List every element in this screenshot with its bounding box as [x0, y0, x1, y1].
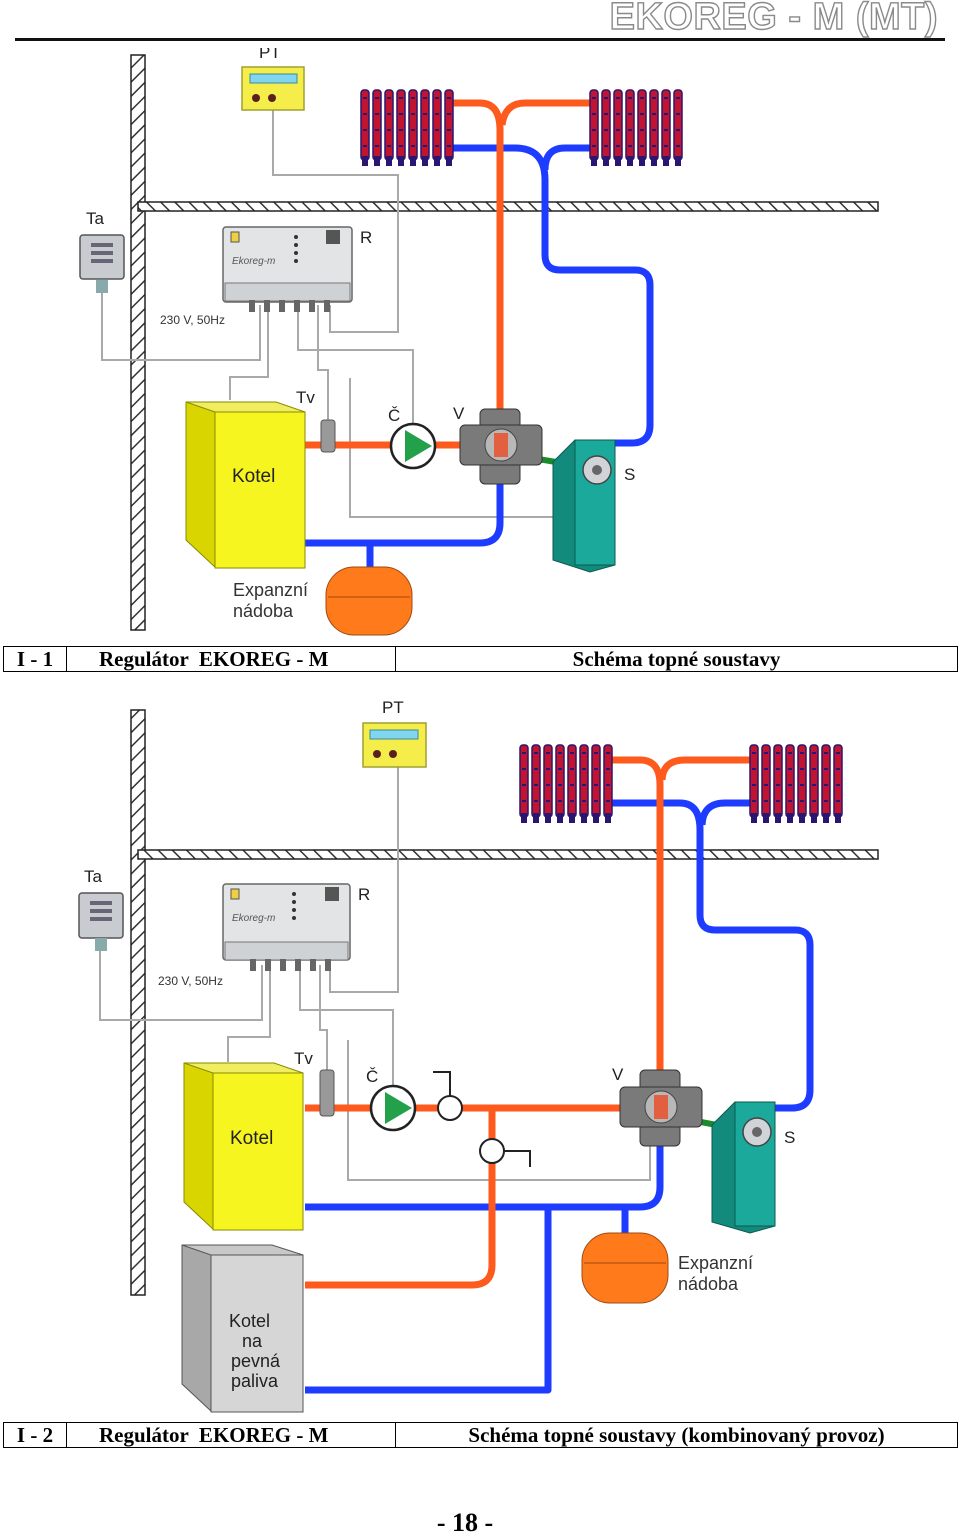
check-valve-2	[479, 1138, 531, 1167]
wall	[130, 709, 146, 1296]
label-expansion-2: nádoba	[233, 601, 294, 621]
boiler-kotel	[183, 1062, 304, 1231]
water-temp-sensor-tv	[319, 1069, 335, 1117]
expansion-tank	[581, 1232, 669, 1304]
mixing-valve	[459, 408, 543, 485]
header-rule	[15, 38, 945, 41]
label-solid-1: Kotel	[229, 1311, 270, 1331]
radiator-right	[749, 744, 843, 824]
circulation-pump	[369, 1084, 417, 1132]
heating-diagram-1: PT Ta Ekoreg-m R 230 V, 50Hz Kotel Tv	[79, 48, 879, 636]
radiator-left	[519, 744, 613, 824]
label-expansion-2: nádoba	[678, 1274, 739, 1294]
valve-actuator	[711, 1101, 776, 1234]
supply-pipes	[305, 756, 750, 1289]
label-solid-2: na	[242, 1331, 263, 1351]
check-valve-1	[433, 1071, 463, 1121]
ceiling	[137, 849, 879, 860]
label-tv: Tv	[294, 1049, 313, 1068]
label-c: Č	[388, 406, 400, 425]
boiler-kotel	[185, 401, 306, 569]
label-r: R	[358, 885, 370, 904]
radiator-right	[589, 89, 683, 167]
water-temp-sensor-tv	[320, 419, 336, 453]
label-supply-voltage: 230 V, 50Hz	[158, 974, 223, 988]
label-expansion-1: Expanzní	[678, 1253, 753, 1273]
label-ta: Ta	[84, 867, 103, 886]
heating-diagram-2: PT Ta Ekoreg-m R 230 V, 50Hz Kotel	[78, 698, 879, 1413]
label-solid-3: pevná	[231, 1351, 281, 1371]
label-s: S	[784, 1128, 795, 1147]
expansion-tank	[325, 566, 413, 636]
regulator-r: Ekoreg-m	[222, 883, 351, 971]
label-expansion-1: Expanzní	[233, 580, 308, 600]
valve-actuator	[552, 439, 616, 573]
label-s: S	[624, 465, 635, 484]
label-v: V	[612, 1065, 624, 1084]
return-pipes	[305, 799, 814, 1394]
wall	[130, 54, 146, 631]
page-number: - 18 -	[436, 1508, 494, 1537]
label-v: V	[453, 404, 465, 423]
caption-2-desc: Schéma topné soustavy (kombinovaný provo…	[468, 1422, 885, 1447]
label-pt: PT	[382, 698, 404, 717]
svg-text:Ekoreg-m: Ekoreg-m	[232, 913, 275, 924]
label-pt: PT	[259, 48, 281, 62]
room-thermostat-pt	[241, 66, 305, 111]
caption-2-id: I - 2	[4, 1423, 67, 1447]
return-pipes	[305, 144, 654, 568]
label-ta: Ta	[86, 209, 105, 228]
label-tv: Tv	[296, 388, 315, 407]
caption-1: I - 1 Regulátor EKOREG - M Schéma topné …	[3, 646, 958, 672]
radiator-left	[360, 89, 454, 167]
label-boiler: Kotel	[230, 1128, 273, 1149]
ceiling	[137, 201, 879, 212]
regulator-r: Ekoreg-m	[222, 226, 353, 312]
caption-2-name: Regulátor EKOREG - M	[67, 1423, 396, 1447]
caption-1-desc: Schéma topné soustavy	[572, 646, 781, 671]
label-boiler: Kotel	[232, 466, 275, 487]
caption-2: I - 2 Regulátor EKOREG - M Schéma topné …	[3, 1422, 958, 1448]
brand-title: EKOREG - M (MT)	[609, 0, 938, 39]
label-c: Č	[366, 1067, 378, 1086]
mixing-valve	[619, 1069, 703, 1147]
label-solid-4: paliva	[231, 1371, 279, 1391]
label-supply-voltage: 230 V, 50Hz	[160, 313, 225, 327]
page-header: EKOREG - M (MT)	[0, 0, 960, 48]
outdoor-sensor-ta	[78, 892, 124, 951]
caption-1-name: Regulátor EKOREG - M	[67, 647, 396, 671]
svg-text:Ekoreg-m: Ekoreg-m	[232, 256, 275, 267]
label-r: R	[360, 228, 372, 247]
solid-fuel-boiler	[181, 1244, 304, 1413]
circulation-pump	[389, 422, 437, 470]
outdoor-sensor-ta	[79, 234, 125, 293]
signal-wires	[99, 767, 651, 1181]
room-thermostat-pt	[362, 722, 427, 768]
caption-1-id: I - 1	[4, 647, 67, 671]
